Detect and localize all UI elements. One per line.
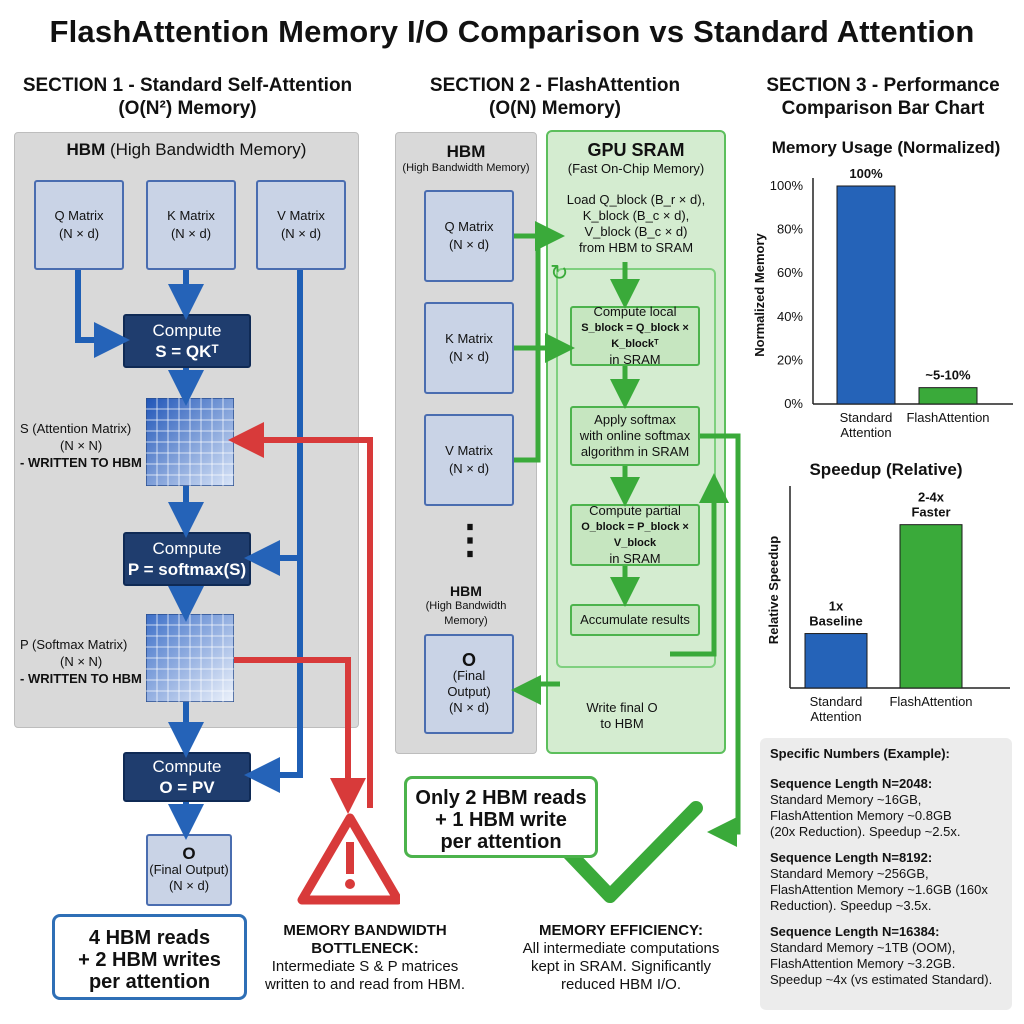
- step-accumulate-results: Accumulate results: [570, 604, 700, 636]
- section2-hbm-label-lower: HBM (High Bandwidth Memory): [425, 583, 507, 628]
- section2-arrows: [511, 221, 741, 903]
- data-label: 100%: [849, 166, 883, 181]
- y-tick-label: 60%: [777, 265, 803, 280]
- section1-heading: SECTION 1 - Standard Self-Attention (O(N…: [10, 74, 365, 120]
- section2-ellipsis: ⋮: [450, 518, 490, 562]
- bar: [836, 185, 896, 405]
- page-title: FlashAttention Memory I/O Comparison vs …: [49, 14, 975, 49]
- numbers-title: Specific Numbers (Example):: [770, 746, 950, 761]
- section3-heading-line2: Comparison Bar Chart: [781, 98, 985, 119]
- section2-hbm-label: HBM (High Bandwidth Memory): [402, 142, 530, 174]
- step-online-softmax: Apply softmax with online softmax algori…: [570, 406, 700, 466]
- data-label: ~5-10%: [925, 368, 971, 383]
- specific-numbers-panel: Specific Numbers (Example): Sequence Len…: [760, 738, 1012, 1010]
- checkmark-icon: [561, 801, 703, 903]
- bar: [918, 387, 978, 405]
- p-matrix-label: P (Softmax Matrix) (N × N) - WRITTEN TO …: [20, 637, 142, 686]
- section1-q-matrix: Q Matrix(N × d): [34, 180, 124, 270]
- compute-s-box: Compute S = QKᵀ: [123, 314, 251, 368]
- section1-heading-line2: (O(N²) Memory): [118, 98, 257, 119]
- gpu-sram-label: GPU SRAM (Fast On-Chip Memory): [567, 140, 705, 176]
- section2-o-output: O (Final Output) (N × d): [424, 634, 514, 734]
- section2-io-callout: Only 2 HBM reads + 1 HBM write per atten…: [404, 776, 598, 858]
- y-tick-label: 100%: [770, 178, 804, 193]
- section2-heading: SECTION 2 - FlashAttention (O(N) Memory): [390, 74, 720, 120]
- section3-heading: SECTION 3 - Performance Comparison Bar C…: [748, 74, 1018, 120]
- y-tick-label: 40%: [777, 309, 803, 324]
- y-axis-label: Relative Speedup: [766, 536, 781, 644]
- speedup-chart-title: Speedup (Relative): [809, 460, 963, 479]
- warning-icon: [297, 813, 400, 905]
- y-tick-label: 0%: [784, 396, 803, 411]
- loop-refresh-icon: ↻: [550, 260, 569, 285]
- y-tick-label: 20%: [777, 352, 803, 367]
- section2-v-matrix: V Matrix(N × d): [424, 414, 514, 506]
- memory-chart-title: Memory Usage (Normalized): [771, 138, 1001, 157]
- section1-hbm-label: HBM (High Bandwidth Memory): [66, 140, 307, 159]
- section1-arrows: [75, 270, 400, 905]
- step-compute-local-s: Compute local S_block = Q_block × K_bloc…: [570, 304, 700, 367]
- y-axis-label: Normalized Memory: [752, 232, 767, 356]
- bottleneck-note: MEMORY BANDWIDTH BOTTLENECK: Intermediat…: [264, 922, 466, 993]
- load-blocks-text: Load Q_block (B_r × d), K_block (B_c × d…: [566, 192, 706, 255]
- sram-loop-region: [556, 268, 716, 668]
- memory-usage-chart: 0% 20% 40% 60% 80% 100% Normalized MemoryStand…: [752, 166, 1013, 440]
- compute-o-box: Compute O = PV: [123, 752, 251, 802]
- s-matrix-label: S (Attention Matrix) (N × N) - WRITTEN T…: [20, 421, 142, 470]
- bar: [899, 524, 963, 689]
- section2-heading-line2: (O(N) Memory): [489, 98, 621, 119]
- y-tick-label: 80%: [777, 222, 803, 237]
- bar: [804, 633, 868, 689]
- memory-efficiency-note: MEMORY EFFICIENCY: All intermediate comp…: [522, 922, 720, 993]
- section1-io-callout: 4 HBM reads + 2 HBM writes per attention: [52, 914, 247, 1000]
- section2-q-matrix: Q Matrix(N × d): [424, 190, 514, 282]
- section2-k-matrix: K Matrix(N × d): [424, 302, 514, 394]
- section1-k-matrix: K Matrix(N × d): [146, 180, 236, 270]
- section1-heading-line1: SECTION 1 - Standard Self-Attention: [22, 75, 353, 96]
- x-tick-label: FlashAttention: [889, 694, 972, 709]
- write-final-o-text: Write final O to HBM: [586, 700, 658, 731]
- p-softmax-matrix-grid: [145, 613, 235, 703]
- s-attention-matrix-grid: [145, 397, 235, 487]
- section2-heading-line1: SECTION 2 - FlashAttention: [429, 75, 681, 96]
- section1-o-output: O (Final Output) (N × d): [146, 834, 232, 906]
- section3-heading-line1: SECTION 3 - Performance: [766, 75, 1000, 96]
- section1-v-matrix: V Matrix(N × d): [256, 180, 346, 270]
- x-tick-label: FlashAttention: [906, 410, 989, 425]
